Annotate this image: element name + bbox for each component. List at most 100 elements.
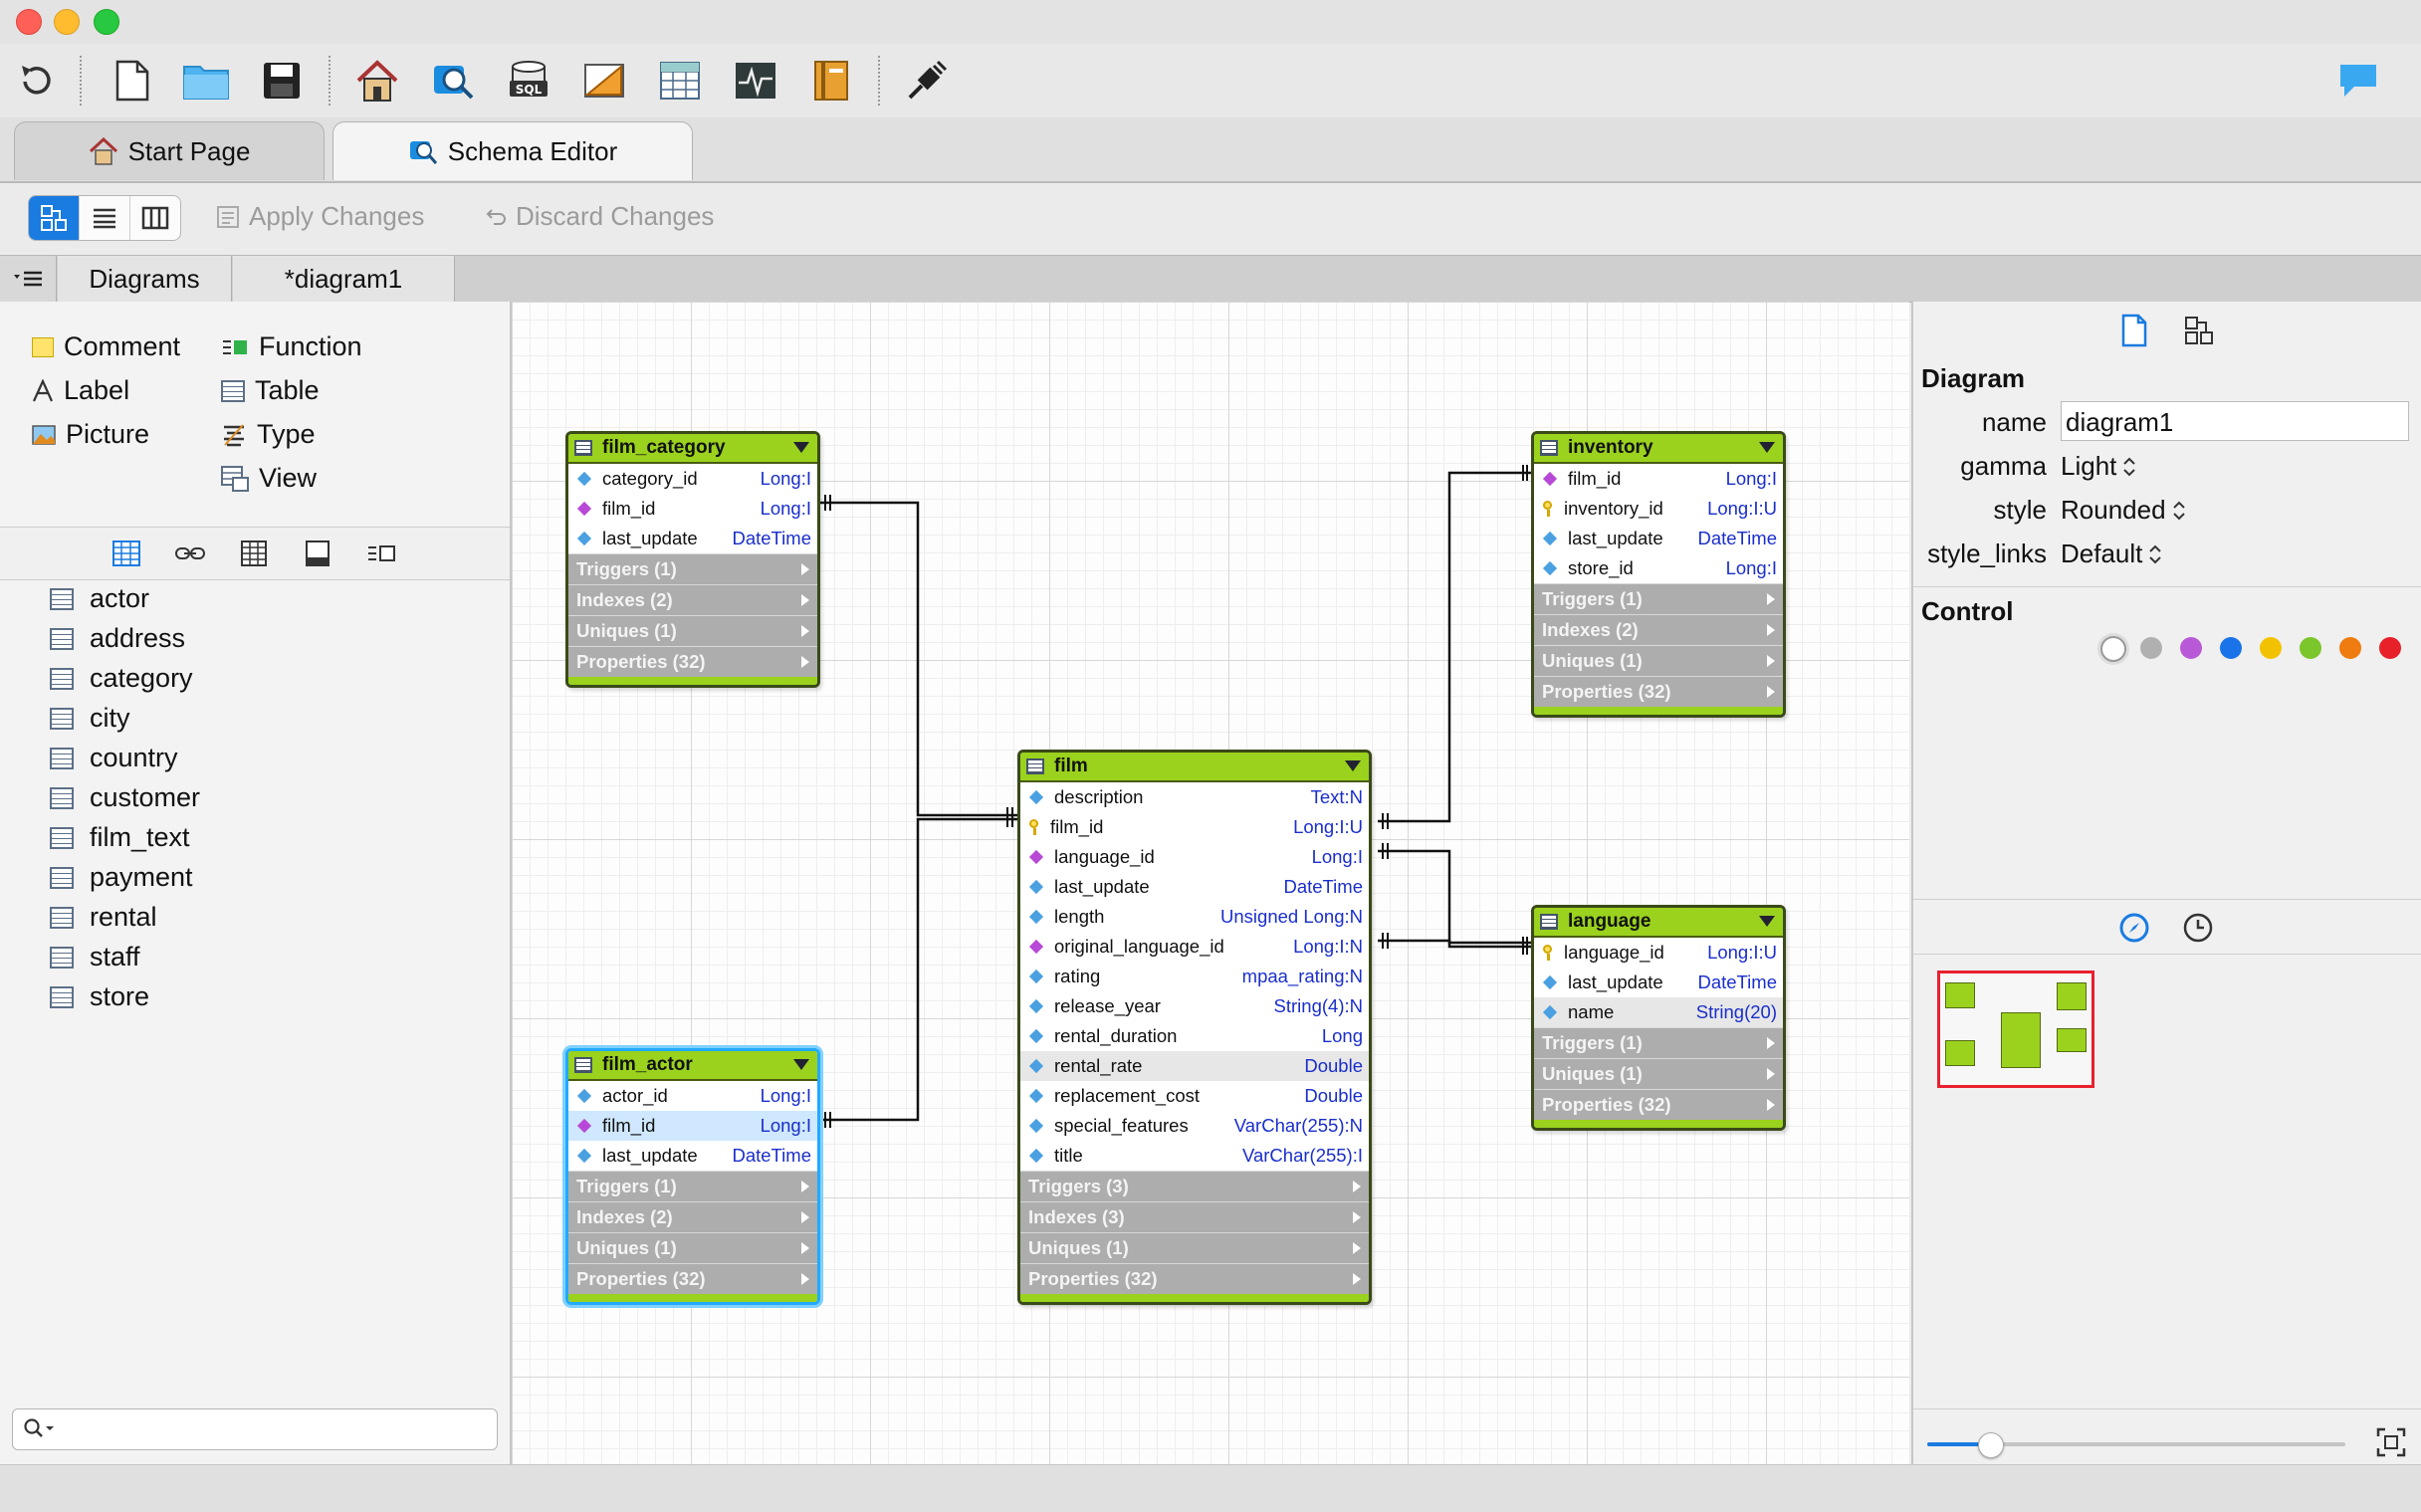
table-list-item[interactable]: payment — [50, 862, 193, 893]
color-swatch-red[interactable] — [2379, 637, 2401, 659]
collapse-triangle-icon[interactable] — [1759, 442, 1775, 453]
table-list-item[interactable]: film_text — [50, 822, 190, 853]
filter-panel-button[interactable] — [303, 540, 332, 567]
style-select[interactable]: Rounded — [2061, 495, 2186, 526]
palette-item-view[interactable]: View — [221, 463, 317, 494]
panel-toggle-button[interactable] — [0, 256, 57, 302]
minimap-viewport[interactable] — [1937, 971, 2094, 1088]
palette-item-type[interactable]: Type — [221, 419, 316, 450]
table-search-input[interactable] — [12, 1408, 498, 1450]
table-list-item[interactable]: staff — [50, 942, 140, 972]
zoom-slider-knob[interactable] — [1978, 1432, 2004, 1458]
minimize-window-button[interactable] — [54, 9, 80, 35]
refresh-button[interactable] — [10, 54, 64, 108]
entity-section-triggers[interactable]: Triggers (3) — [1020, 1171, 1369, 1201]
entity-header[interactable]: film_actor — [568, 1051, 817, 1081]
filter-tables-button[interactable] — [111, 540, 141, 567]
table-list-item[interactable]: customer — [50, 782, 200, 813]
monitor-button[interactable] — [729, 54, 782, 108]
table-list-item[interactable]: store — [50, 981, 149, 1012]
columns-view-button[interactable] — [130, 196, 180, 240]
filter-functions-button[interactable] — [366, 540, 396, 567]
navigator-tab-compass[interactable] — [2118, 912, 2150, 949]
close-window-button[interactable] — [16, 9, 42, 35]
tab-start-page[interactable]: Start Page — [14, 121, 325, 180]
entity-section-triggers[interactable]: Triggers (1) — [568, 1171, 817, 1201]
table-list-item[interactable]: category — [50, 663, 193, 694]
entity-section-properties[interactable]: Properties (32) — [1534, 1089, 1783, 1120]
palette-item-function[interactable]: Function — [221, 331, 362, 362]
open-folder-button[interactable] — [179, 54, 233, 108]
color-swatch-yellow[interactable] — [2260, 637, 2282, 659]
color-swatch-orange[interactable] — [2339, 637, 2361, 659]
minimap[interactable] — [1937, 971, 2094, 1088]
color-swatch-green[interactable] — [2300, 637, 2321, 659]
palette-item-table[interactable]: Table — [221, 375, 320, 406]
properties-tab-diagram[interactable] — [2184, 316, 2214, 350]
entity-section-uniques[interactable]: Uniques (1) — [1534, 1058, 1783, 1089]
entity-section-properties[interactable]: Properties (32) — [1534, 676, 1783, 707]
entity-section-uniques[interactable]: Uniques (1) — [568, 615, 817, 646]
discard-changes-button[interactable]: Discard Changes — [486, 201, 714, 232]
color-swatch-blue[interactable] — [2220, 637, 2242, 659]
color-swatch-grey[interactable] — [2140, 637, 2162, 659]
entity-section-triggers[interactable]: Triggers (1) — [1534, 1027, 1783, 1058]
palette-item-comment[interactable]: Comment — [32, 331, 180, 362]
table-list-item[interactable]: city — [50, 703, 130, 734]
save-button[interactable] — [255, 54, 309, 108]
entity-section-indexes[interactable]: Indexes (2) — [1534, 614, 1783, 645]
filter-links-button[interactable] — [175, 540, 205, 567]
entity-section-triggers[interactable]: Triggers (1) — [568, 553, 817, 584]
entity-section-indexes[interactable]: Indexes (2) — [568, 1201, 817, 1232]
entity-section-uniques[interactable]: Uniques (1) — [1020, 1232, 1369, 1263]
fit-to-window-button[interactable] — [2375, 1426, 2407, 1463]
diagram-view-button[interactable] — [29, 196, 80, 240]
entity-section-triggers[interactable]: Triggers (1) — [1534, 583, 1783, 614]
entity-section-uniques[interactable]: Uniques (1) — [568, 1232, 817, 1263]
apply-changes-button[interactable]: Apply Changes — [215, 201, 424, 232]
filter-grid-button[interactable] — [239, 540, 269, 567]
gamma-select[interactable]: Light — [2061, 451, 2136, 482]
entity-header[interactable]: inventory — [1534, 434, 1783, 464]
designer-button[interactable] — [577, 54, 631, 108]
list-view-button[interactable] — [80, 196, 130, 240]
table-list-item[interactable]: rental — [50, 902, 157, 933]
color-swatch-white[interactable] — [2100, 636, 2126, 662]
new-file-button[interactable] — [106, 54, 159, 108]
data-editor-button[interactable] — [653, 54, 707, 108]
collapse-triangle-icon[interactable] — [793, 442, 809, 453]
schema-editor-button[interactable] — [426, 54, 480, 108]
subtab-diagram1[interactable]: *diagram1 — [233, 256, 455, 302]
entity-section-uniques[interactable]: Uniques (1) — [1534, 645, 1783, 676]
table-list-item[interactable]: actor — [50, 583, 149, 614]
collapse-triangle-icon[interactable] — [1345, 760, 1361, 771]
documentation-button[interactable] — [804, 54, 858, 108]
feedback-button[interactable] — [2331, 54, 2385, 108]
style-links-select[interactable]: Default — [2061, 539, 2162, 569]
zoom-window-button[interactable] — [94, 9, 119, 35]
